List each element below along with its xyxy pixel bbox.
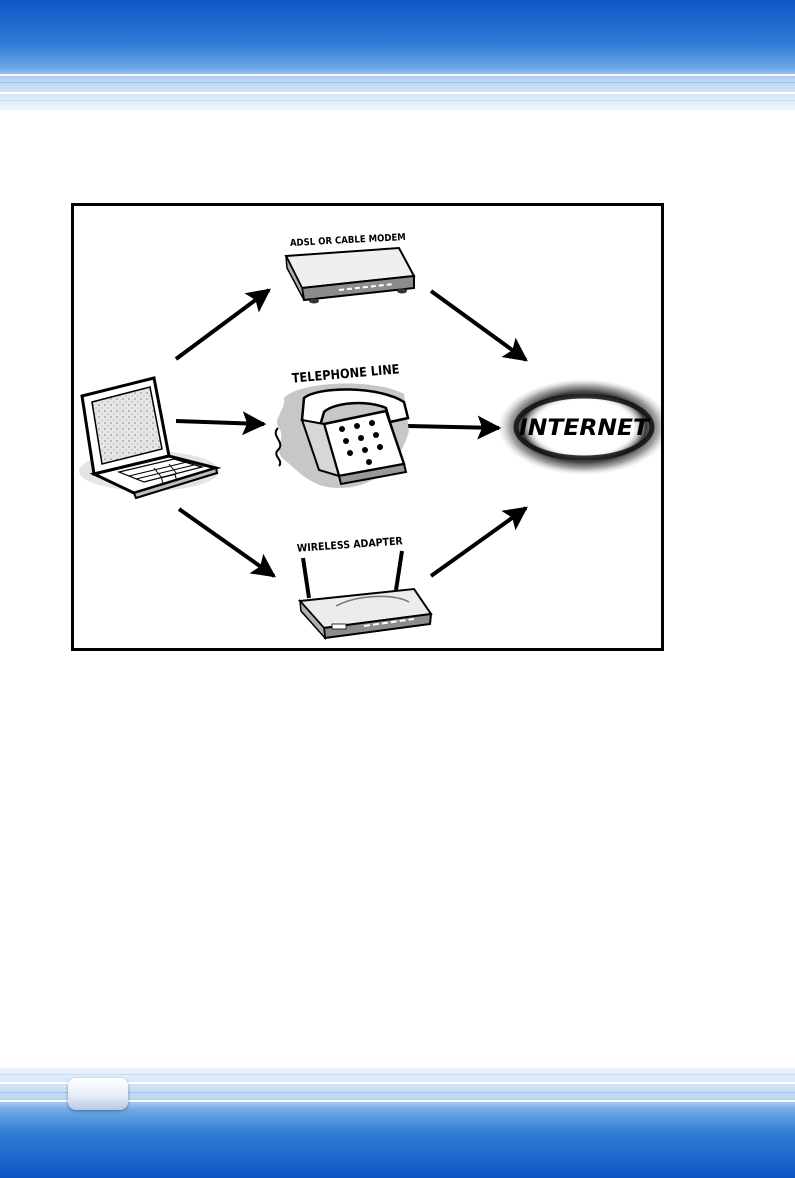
modem-icon: ADSL OR CABLE MODEM <box>286 232 414 304</box>
telephone-icon: TELEPHONE LINE <box>276 362 409 488</box>
internet-label: INTERNET <box>519 416 651 441</box>
arrow-laptop-to-modem <box>176 290 269 359</box>
arrow-laptop-to-router <box>179 509 274 576</box>
connection-diagram: ADSL OR CABLE MODEM TELEPHONE LINE <box>71 203 664 651</box>
arrow-router-to-internet <box>431 508 526 576</box>
telephone-label: TELEPHONE LINE <box>291 362 400 386</box>
wireless-router-icon: WIRELESS ADAPTER <box>297 535 431 638</box>
arrow-telephone-to-internet <box>408 426 499 428</box>
wireless-label: WIRELESS ADAPTER <box>297 535 404 554</box>
page-header-band <box>0 0 795 110</box>
laptop-icon <box>79 378 219 498</box>
arrow-laptop-to-telephone <box>176 421 264 424</box>
page-number-tab <box>68 1078 128 1110</box>
modem-label: ADSL OR CABLE MODEM <box>290 232 406 249</box>
internet-cloud-icon: INTERNET <box>498 379 661 475</box>
arrow-modem-to-internet <box>431 291 526 360</box>
